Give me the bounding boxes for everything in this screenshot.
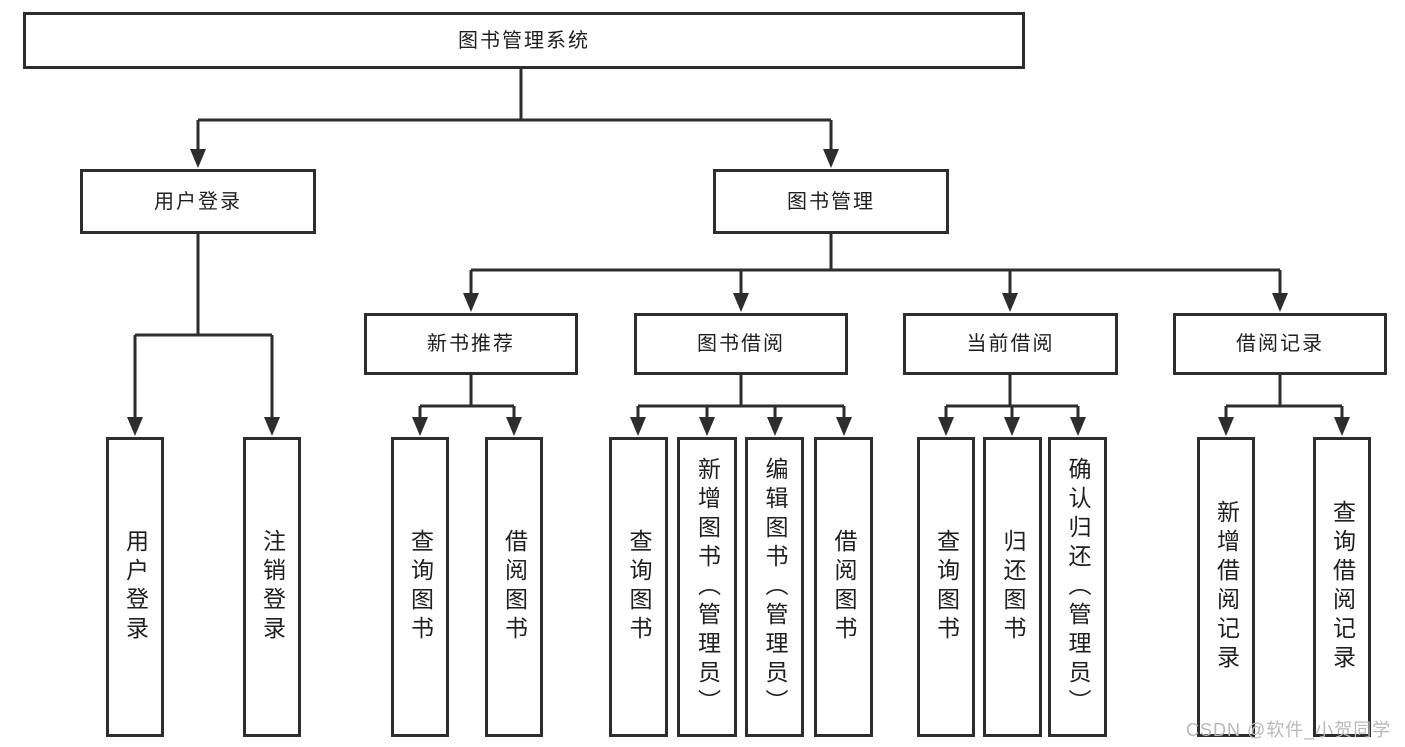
node-leaf-query-books-3: 查询图书 xyxy=(917,437,975,737)
node-leaf-edit-book-admin: 编辑图书（管理员） xyxy=(745,437,804,737)
node-leaf-return-books: 归还图书 xyxy=(983,437,1042,737)
arrowhead-down-icon xyxy=(1004,417,1020,436)
arrowhead-down-icon xyxy=(1334,417,1350,436)
node-borrow-records: 借阅记录 xyxy=(1173,313,1387,375)
arrowhead-down-icon xyxy=(190,149,206,168)
arrowhead-down-icon xyxy=(1002,293,1018,312)
node-leaf-confirm-return: 确认归还（管理员） xyxy=(1048,437,1107,737)
node-new-book-recommend: 新书推荐 xyxy=(364,313,578,375)
arrowhead-down-icon xyxy=(506,417,522,436)
arrowhead-down-icon xyxy=(733,293,749,312)
node-leaf-add-record: 新增借阅记录 xyxy=(1197,437,1255,737)
arrowhead-down-icon xyxy=(1070,417,1086,436)
node-root: 图书管理系统 xyxy=(23,12,1025,69)
node-leaf-logout: 注销登录 xyxy=(243,437,301,737)
arrowhead-down-icon xyxy=(127,417,143,436)
node-user-login: 用户登录 xyxy=(80,169,316,234)
csdn-watermark: CSDN @软件_小贺同学 xyxy=(1186,720,1392,740)
arrowhead-down-icon xyxy=(699,417,715,436)
node-leaf-query-books-2: 查询图书 xyxy=(609,437,668,737)
node-book-borrow: 图书借阅 xyxy=(634,313,848,375)
node-current-borrow: 当前借阅 xyxy=(903,313,1118,375)
arrowhead-down-icon xyxy=(463,293,479,312)
arrowhead-down-icon xyxy=(412,417,428,436)
arrowhead-down-icon xyxy=(767,417,783,436)
arrowhead-down-icon xyxy=(938,417,954,436)
arrowhead-down-icon xyxy=(264,417,280,436)
arrowhead-down-icon xyxy=(836,417,852,436)
arrowhead-down-icon xyxy=(630,417,646,436)
node-leaf-borrow-books-1: 借阅图书 xyxy=(485,437,543,737)
node-leaf-add-book-admin: 新增图书（管理员） xyxy=(677,437,737,737)
arrowhead-down-icon xyxy=(1218,417,1234,436)
node-leaf-borrow-books-2: 借阅图书 xyxy=(814,437,873,737)
arrowhead-down-icon xyxy=(1272,293,1288,312)
node-leaf-query-record: 查询借阅记录 xyxy=(1313,437,1371,737)
arrowhead-down-icon xyxy=(823,149,839,168)
node-leaf-query-books-1: 查询图书 xyxy=(391,437,449,737)
node-book-management: 图书管理 xyxy=(713,169,949,234)
node-leaf-user-login: 用户登录 xyxy=(106,437,164,737)
